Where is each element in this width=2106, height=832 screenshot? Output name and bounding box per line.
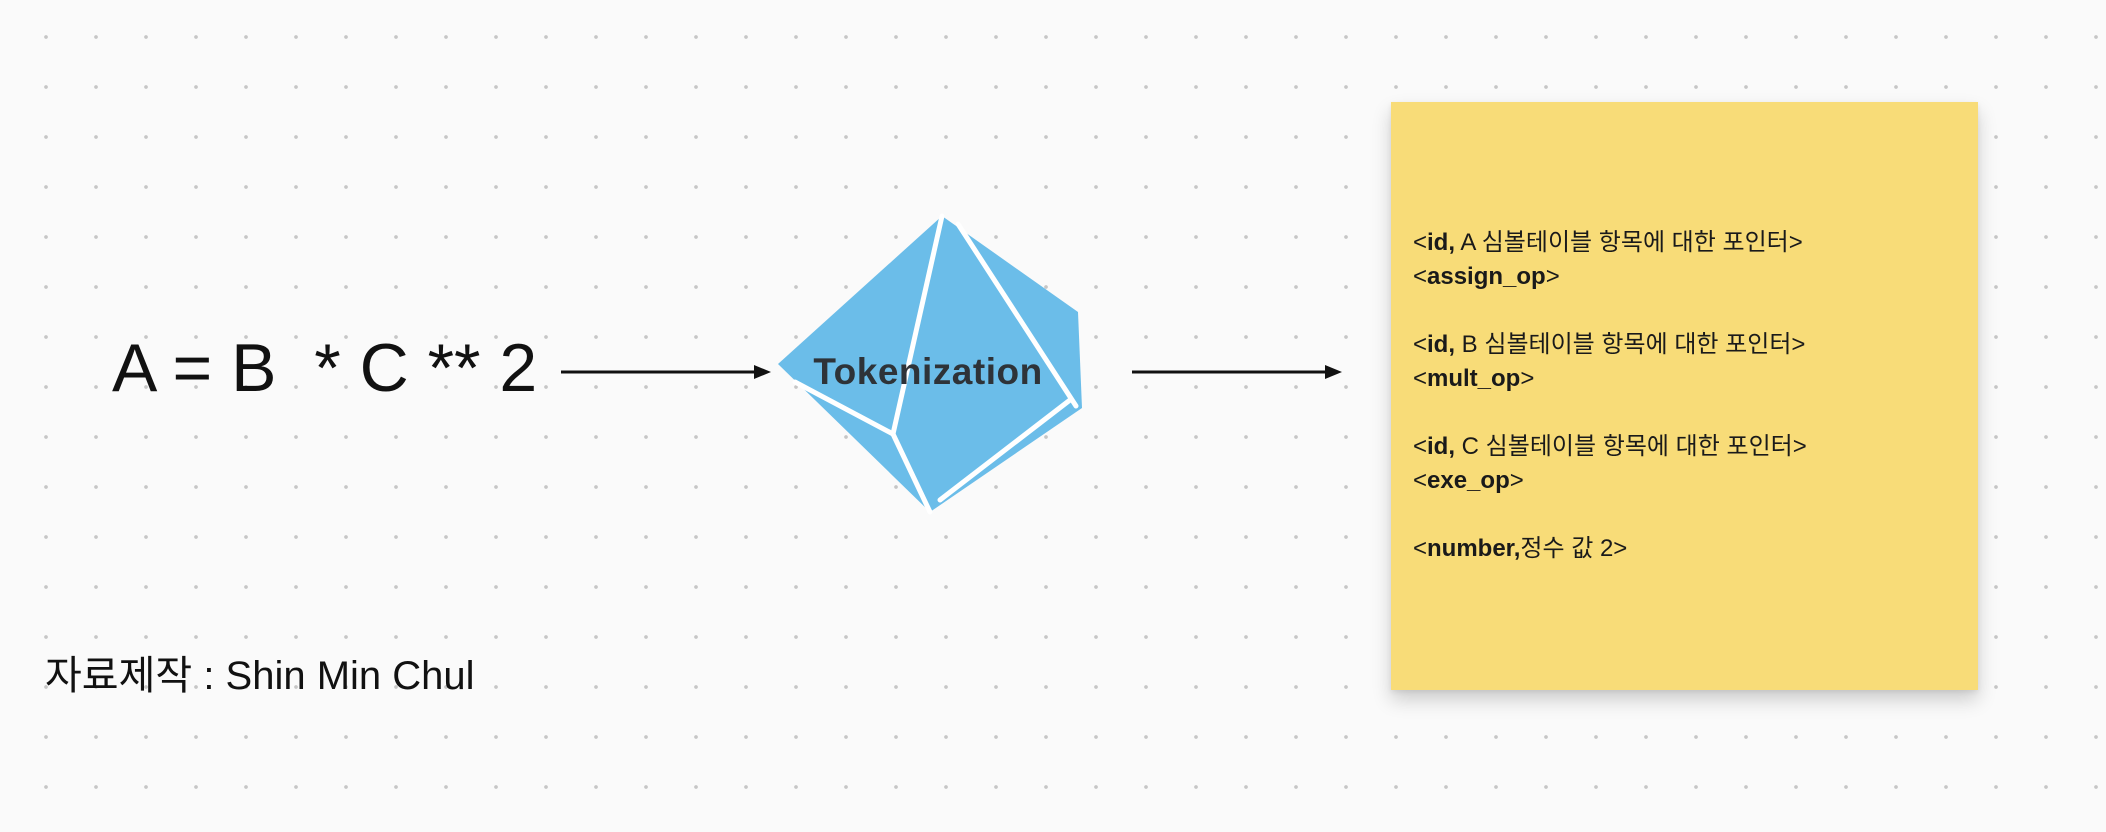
token-list-text: <id, A 심볼테이블 항목에 대한 포인터> <assign_op> <id,… <box>1413 226 1962 566</box>
tokenization-label: Tokenization <box>813 351 1043 392</box>
token-line: <id, C 심볼테이블 항목에 대한 포인터> <box>1413 433 1807 460</box>
source-expression-text[interactable]: A = B * C ** 2 <box>112 330 538 406</box>
token-line: <assign_op> <box>1413 263 1560 290</box>
token-line: <exe_op> <box>1413 467 1524 494</box>
token-line <box>1413 396 1962 430</box>
token-list-sticky-note[interactable]: <id, A 심볼테이블 항목에 대한 포인터> <assign_op> <id,… <box>1391 102 1978 690</box>
arrow-right-icon <box>1132 365 1342 379</box>
arrow-tokenization-to-tokens[interactable] <box>1131 361 1343 383</box>
token-line: <id, A 심볼테이블 항목에 대한 포인터> <box>1413 229 1803 256</box>
token-line: <id, B 심볼테이블 항목에 대한 포인터> <box>1413 331 1806 358</box>
tokenization-gem-shape[interactable]: Tokenization <box>768 206 1088 516</box>
token-line: <mult_op> <box>1413 365 1535 392</box>
arrow-right-icon <box>561 365 771 379</box>
token-line <box>1413 498 1962 532</box>
token-line <box>1413 294 1962 328</box>
token-line: <number,정수 값 2> <box>1413 535 1628 562</box>
arrow-expression-to-tokenization[interactable] <box>560 361 772 383</box>
gem-icon <box>778 213 1082 515</box>
credit-text[interactable]: 자료제작 : Shin Min Chul <box>45 654 475 698</box>
